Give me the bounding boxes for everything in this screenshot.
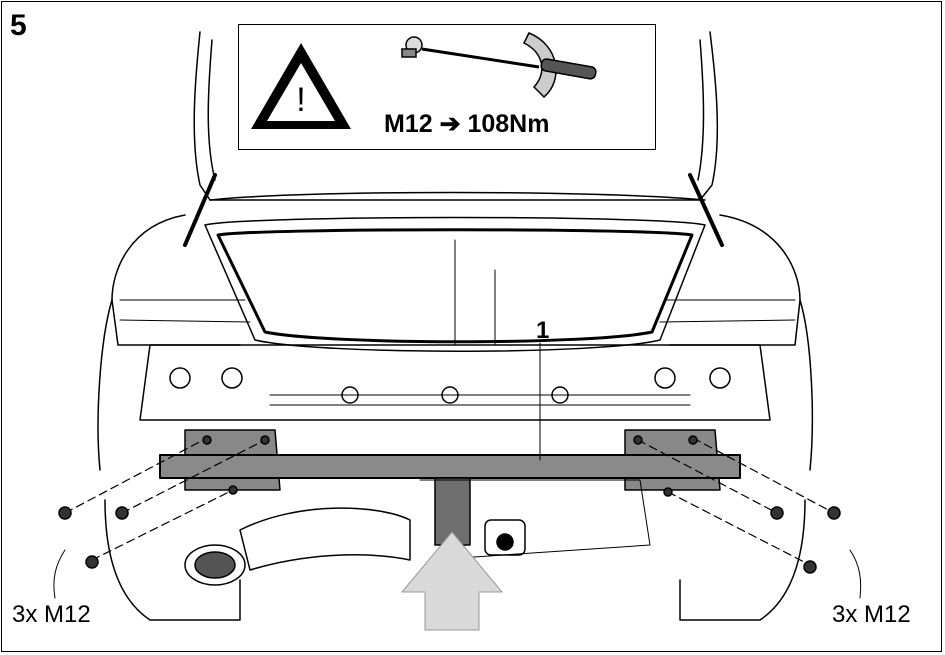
bolt-label-right: 3x M12 — [832, 601, 911, 628]
torque-spec: M12 ➔ 108Nm — [384, 110, 550, 138]
warning-symbol: ! — [296, 81, 305, 119]
step-number: 5 — [10, 9, 27, 42]
torque-warning-panel: ! M12 ➔ 108Nm — [238, 24, 656, 150]
warning-triangle-icon: ! — [251, 43, 351, 129]
part-callout-1: 1 — [536, 317, 550, 344]
bolt-label-left: 3x M12 — [12, 601, 91, 628]
insertion-arrow-icon — [400, 531, 504, 631]
torque-wrench-icon — [401, 32, 597, 99]
